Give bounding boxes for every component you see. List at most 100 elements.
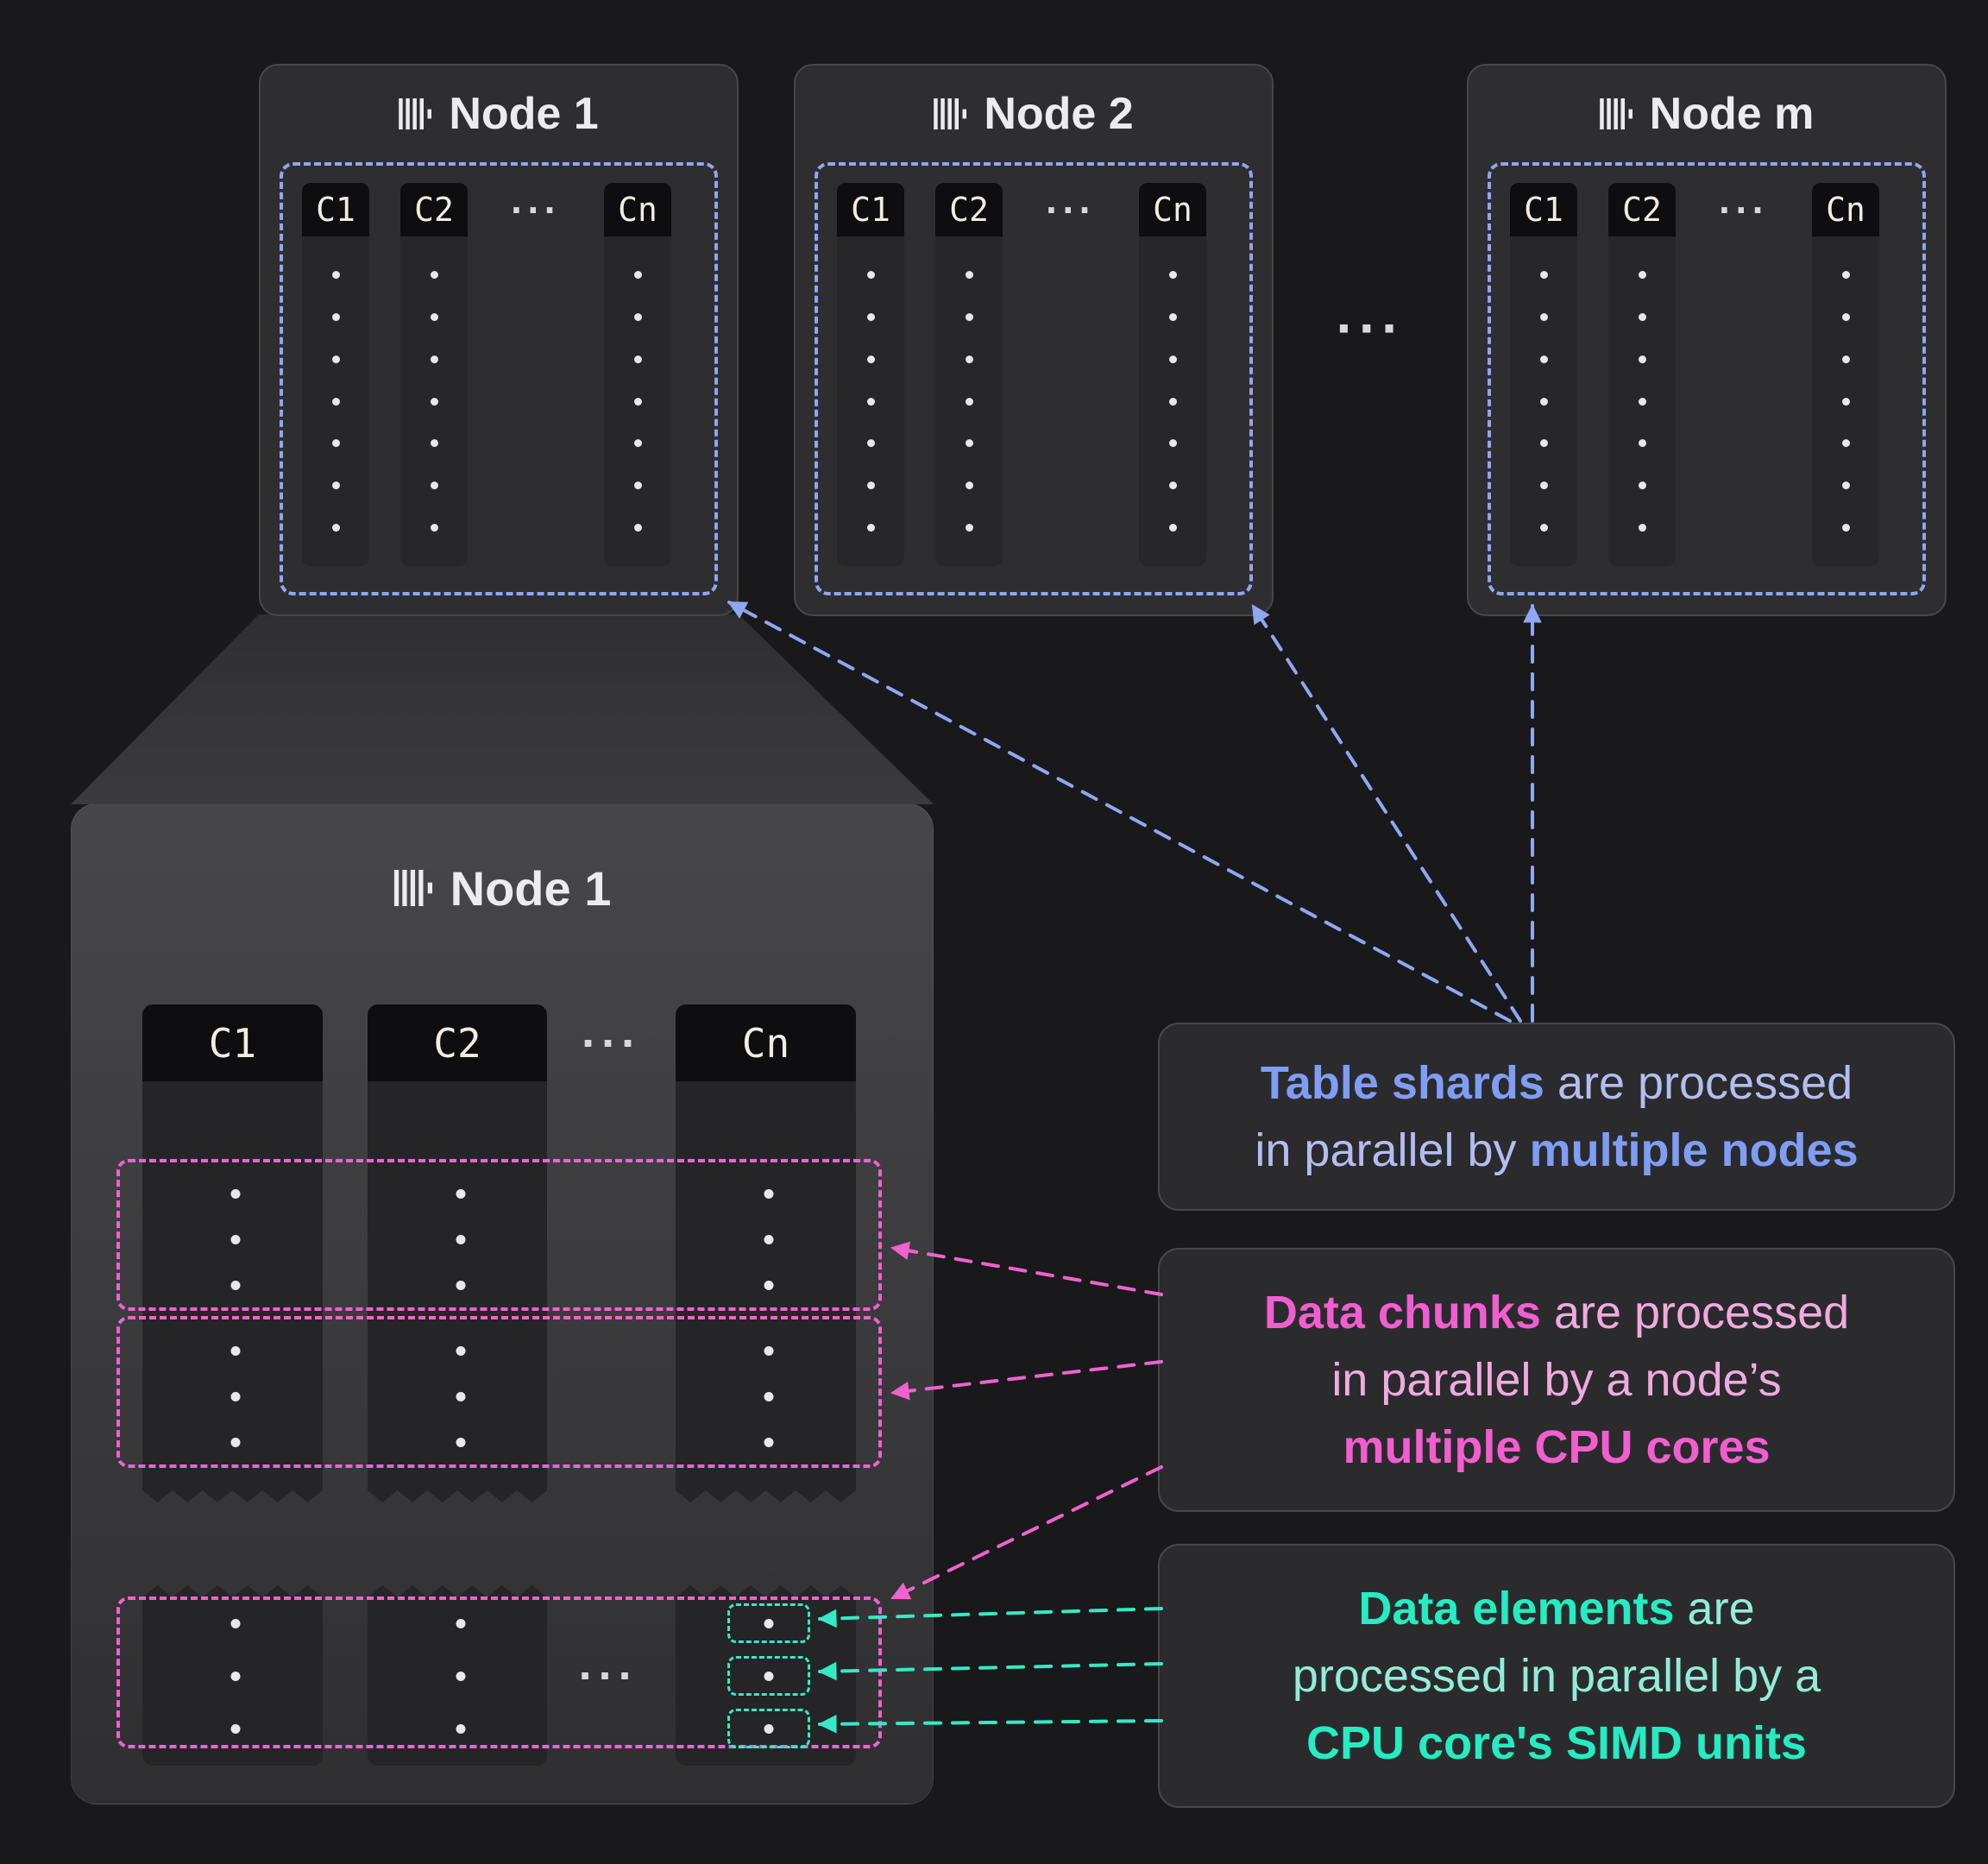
column-cn: Cn (604, 183, 671, 566)
column-data-dots (935, 236, 1003, 566)
data-dot (965, 397, 973, 406)
data-dot (764, 1619, 774, 1628)
column-body-c2-top (368, 1081, 547, 1502)
data-dot (456, 1438, 466, 1447)
columns-ellipsis: ··· (582, 1017, 641, 1069)
data-dot (764, 1672, 774, 1681)
data-dot (430, 482, 438, 490)
data-dot (456, 1346, 466, 1356)
data-dot (230, 1619, 241, 1628)
data-dot (866, 355, 875, 363)
data-dot (331, 312, 340, 321)
column-data-dots (1608, 236, 1676, 566)
column-data-dots (302, 236, 369, 566)
data-chunk-1 (116, 1159, 882, 1311)
data-dot (230, 1346, 241, 1356)
data-dot (866, 270, 875, 279)
annotation-text: in parallel by (1255, 1124, 1530, 1176)
data-dot (764, 1346, 774, 1356)
zoom-beam (71, 614, 934, 804)
data-dot (331, 524, 340, 532)
data-dot (430, 439, 438, 448)
data-dot (1841, 439, 1850, 448)
data-dot (633, 397, 642, 406)
table-shard-outline: C1 C2 ··· Cn (1488, 162, 1926, 595)
chunk-dots-c1 (230, 1619, 241, 1734)
data-dot (456, 1619, 466, 1628)
data-dot (1638, 482, 1646, 490)
columns-ellipsis: ··· (1046, 187, 1096, 232)
annotation-text: multiple CPU cores (1343, 1421, 1771, 1474)
data-dot (1539, 482, 1548, 490)
data-dot (1168, 270, 1177, 279)
column-data-dots (1812, 236, 1879, 566)
columns-ellipsis: ··· (1719, 187, 1769, 232)
column-c2: C2 (1608, 183, 1676, 566)
node-title-label: Node 1 (449, 89, 599, 139)
column-c2: C2 (935, 183, 1003, 566)
data-dot (230, 1672, 241, 1681)
data-dot (764, 1392, 774, 1401)
column-c1: C1 (302, 183, 369, 566)
data-dot (331, 397, 340, 406)
data-dot (331, 482, 340, 490)
data-dot (1539, 270, 1548, 279)
node-title: Node 2 (796, 66, 1272, 162)
data-dot (1539, 355, 1548, 363)
data-dot (456, 1281, 466, 1290)
data-dot (764, 1189, 774, 1199)
column-cn: Cn (1812, 183, 1879, 566)
data-dot (430, 355, 438, 363)
column-header-cn: Cn (676, 1004, 856, 1081)
data-dot (1168, 355, 1177, 363)
node-title-label: Node m (1649, 89, 1815, 139)
data-dot (1638, 270, 1646, 279)
annotation-text: Table shards (1260, 1056, 1544, 1109)
annotation-data-chunks: Data chunks are processed in parallel by… (1158, 1248, 1955, 1512)
data-dot (1539, 524, 1548, 532)
column-header: C2 (1608, 183, 1676, 236)
data-dot (456, 1724, 466, 1734)
data-dot (430, 397, 438, 406)
data-dot (633, 355, 642, 363)
data-dot (965, 439, 973, 448)
data-dot (1638, 355, 1646, 363)
data-dot (1168, 312, 1177, 321)
column-header: C1 (837, 183, 904, 236)
table-shard-outline: C1 C2 ··· Cn (815, 162, 1253, 595)
chunk-dots-c1 (230, 1346, 241, 1447)
data-dot (965, 482, 973, 490)
data-dot (965, 524, 973, 532)
data-dot (1168, 397, 1177, 406)
column-header: C1 (302, 183, 369, 236)
data-dot (1841, 312, 1850, 321)
annotation-line: Data elements are (1358, 1575, 1754, 1642)
clickhouse-logo-icon (934, 98, 968, 129)
data-dot (331, 270, 340, 279)
data-dot (764, 1724, 774, 1734)
data-dot (456, 1189, 466, 1199)
chunk-dots-cn (764, 1619, 774, 1734)
data-dot (866, 524, 875, 532)
annotation-text: are processed (1544, 1056, 1853, 1109)
data-dot (430, 312, 438, 321)
column-header-c1: C1 (142, 1004, 323, 1081)
data-dot (1638, 439, 1646, 448)
data-dot (456, 1672, 466, 1681)
data-dot (1841, 397, 1850, 406)
clickhouse-logo-icon (399, 98, 433, 129)
column-data-dots (1510, 236, 1577, 566)
data-dot (1841, 355, 1850, 363)
data-dot (230, 1438, 241, 1447)
annotation-table-shards: Table shards are processed in parallel b… (1158, 1023, 1955, 1211)
data-dot (331, 355, 340, 363)
expanded-node-box: Node 1 C1 C2 ··· Cn ··· (71, 803, 934, 1804)
node-title-label: Node 1 (450, 860, 612, 916)
data-dot (866, 439, 875, 448)
data-dot (965, 355, 973, 363)
data-dot (430, 270, 438, 279)
column-header: Cn (1139, 183, 1206, 236)
column-header: C2 (935, 183, 1003, 236)
column-body-c1-top (142, 1081, 323, 1502)
